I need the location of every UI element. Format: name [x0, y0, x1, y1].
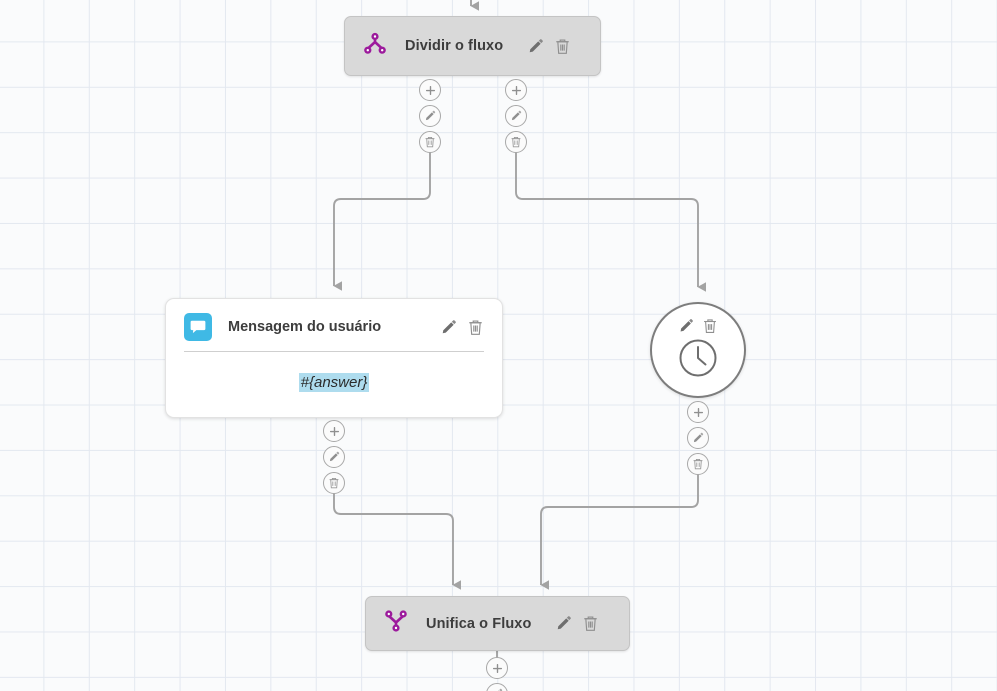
node-title: Unifica o Fluxo	[426, 615, 532, 632]
delete-edge-button[interactable]	[419, 131, 441, 153]
edge-buttons-split-out-right[interactable]	[505, 79, 527, 153]
edge-delay-to-merge	[540, 471, 699, 590]
delete-edge-button[interactable]	[323, 472, 345, 494]
delete-icon[interactable]	[702, 318, 718, 334]
chat-bubble-icon	[184, 313, 212, 341]
edge-buttons-merge-out[interactable]	[486, 657, 508, 691]
edit-icon[interactable]	[440, 319, 457, 336]
node-split-flow[interactable]: Dividir o fluxo	[344, 16, 601, 76]
node-title: Dividir o fluxo	[405, 38, 504, 54]
node-user-message[interactable]: Mensagem do usuário	[165, 298, 503, 418]
delete-edge-button[interactable]	[505, 131, 527, 153]
variable-chip[interactable]: #{answer}	[298, 373, 370, 392]
node-merge-flow[interactable]: Unifica o Fluxo	[365, 596, 630, 651]
edge-buttons-message-out[interactable]	[323, 420, 345, 494]
edit-icon[interactable]	[555, 615, 572, 632]
edit-edge-button[interactable]	[505, 105, 527, 127]
node-delay[interactable]	[650, 302, 746, 398]
delete-icon[interactable]	[467, 319, 484, 336]
card-header: Mensagem do usuário	[166, 299, 502, 351]
clock-icon	[676, 336, 720, 385]
node-title: Mensagem do usuário	[228, 319, 382, 335]
merge-flow-icon	[382, 607, 410, 640]
edge-buttons-delay-out[interactable]	[687, 401, 709, 475]
edit-edge-button[interactable]	[687, 427, 709, 449]
add-node-button[interactable]	[323, 420, 345, 442]
edge-split-to-message	[333, 148, 431, 291]
edit-icon[interactable]	[678, 318, 694, 334]
add-node-button[interactable]	[505, 79, 527, 101]
card-body: #{answer}	[166, 352, 502, 417]
split-flow-icon	[361, 30, 389, 63]
delete-edge-button[interactable]	[687, 453, 709, 475]
add-node-button[interactable]	[419, 79, 441, 101]
edit-icon[interactable]	[527, 38, 544, 55]
card-divider	[184, 351, 484, 352]
delete-icon[interactable]	[554, 38, 571, 55]
edit-edge-button[interactable]	[419, 105, 441, 127]
edge-message-to-merge	[333, 490, 462, 590]
add-node-button[interactable]	[486, 657, 508, 679]
circle-actions	[678, 318, 718, 334]
delete-icon[interactable]	[582, 615, 599, 632]
edit-edge-button[interactable]	[323, 446, 345, 468]
edit-edge-button[interactable]	[486, 683, 508, 691]
edge-buttons-split-out-left[interactable]	[419, 79, 441, 153]
edge-split-to-delay	[515, 148, 707, 292]
add-node-button[interactable]	[687, 401, 709, 423]
